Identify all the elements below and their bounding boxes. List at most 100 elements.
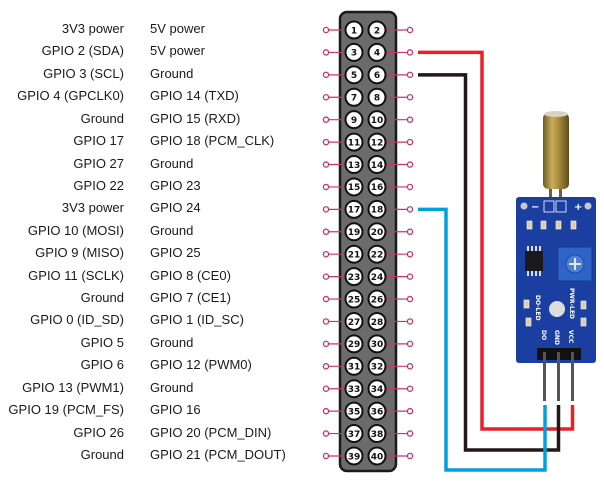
pin-endpoint-marker — [406, 340, 414, 348]
pin-label-left: GPIO 10 (MOSI) — [27, 222, 124, 238]
do-wire — [418, 207, 547, 472]
pin-circle — [367, 222, 387, 242]
pin-circle — [367, 401, 387, 421]
capacitor-c1 — [555, 220, 562, 230]
pin-endpoint-marker — [322, 26, 330, 34]
pin-label-left: Ground — [80, 290, 124, 306]
pin-endpoint-marker — [406, 407, 414, 415]
pin-label-right: GPIO 15 (RXD) — [150, 110, 241, 126]
pin-circle — [367, 20, 387, 40]
pin-label-right: GPIO 24 — [150, 200, 201, 216]
gpio-pin-27: 27 — [344, 311, 364, 331]
minus-label: − — [531, 202, 539, 213]
module-pin-label-do: DO — [540, 330, 547, 340]
gpio-pin-16: 16 — [367, 177, 387, 197]
pin-endpoint-marker — [322, 71, 330, 79]
pin-label-left: GPIO 26 — [73, 424, 124, 440]
pin-circle — [367, 155, 387, 175]
gpio-pin-40: 40 — [367, 446, 387, 466]
tilt-switch-cap — [544, 111, 568, 117]
pin-endpoint-marker — [406, 26, 414, 34]
pin-endpoint-marker — [322, 49, 330, 56]
gpio-pin-36: 36 — [367, 401, 387, 421]
pin-circle — [367, 110, 387, 130]
pin-number: 26 — [371, 295, 384, 305]
gpio-pin-18: 18 — [367, 199, 387, 219]
pin-endpoint-marker — [322, 206, 330, 213]
pin-endpoint-marker — [322, 250, 330, 258]
module-pin-vcc — [571, 352, 574, 401]
pin-number: 33 — [348, 385, 361, 395]
pin-label-right: GPIO 14 (TXD) — [150, 88, 239, 104]
pin-circle — [367, 199, 387, 219]
pin-number: 30 — [371, 340, 384, 350]
pin-circle — [367, 267, 387, 287]
pin-endpoint-marker — [322, 228, 330, 236]
pin-label-left: GPIO 19 (PCM_FS) — [8, 402, 124, 418]
tilt-switch-cylinder — [543, 113, 569, 189]
mount-hole — [520, 202, 528, 210]
pin-label-left: GPIO 27 — [73, 155, 124, 171]
gpio-pin-31: 31 — [344, 356, 364, 376]
gpio-pin-20: 20 — [367, 222, 387, 242]
pin-label-right: GPIO 1 (ID_SC) — [150, 312, 244, 328]
pin-number: 8 — [374, 94, 380, 104]
gpio-pin-34: 34 — [367, 379, 387, 399]
pin-number: 6 — [374, 71, 380, 81]
gpio-pin-38: 38 — [367, 424, 387, 444]
pin-circle — [344, 244, 364, 264]
pin-number: 11 — [348, 138, 361, 148]
pin-number: 21 — [348, 251, 361, 261]
gpio-pin-4: 4 — [367, 42, 387, 62]
pin-circle — [367, 42, 387, 62]
pin-endpoint-marker — [406, 318, 414, 325]
pin-label-left: 3V3 power — [61, 200, 124, 216]
gpio-pin-33: 33 — [344, 379, 364, 399]
ic-body — [525, 251, 543, 271]
pin-label-right: Ground — [150, 222, 194, 238]
pwr-led — [580, 317, 587, 327]
gnd-wire — [418, 73, 561, 452]
gpio-pin-11: 11 — [344, 132, 364, 152]
pin-circle — [367, 87, 387, 107]
pin-circle — [344, 289, 364, 309]
pin-number: 32 — [371, 363, 384, 373]
pin-circle — [367, 244, 387, 264]
pin-endpoint-marker — [406, 49, 414, 56]
pin-number: 2 — [374, 26, 380, 36]
pin-circle — [344, 87, 364, 107]
resistor-r2 — [580, 300, 587, 310]
sensor-board — [516, 197, 596, 363]
pin-endpoint-marker — [406, 71, 414, 79]
pin-number: 13 — [348, 161, 361, 171]
potentiometer[interactable] — [557, 246, 593, 282]
pin-endpoint-marker — [406, 183, 414, 191]
gpio-pin-25: 25 — [344, 289, 364, 309]
pin-label-right: Ground — [150, 65, 194, 81]
gpio-pin-35: 35 — [344, 401, 364, 421]
gpio-pin-37: 37 — [344, 424, 364, 444]
do-led — [525, 317, 532, 327]
pin-endpoint-marker — [406, 273, 414, 280]
pin-label-right: Ground — [150, 334, 194, 350]
pin-endpoint-marker — [322, 161, 330, 168]
pin-endpoint-marker — [322, 407, 330, 415]
gpio-pin-9: 9 — [344, 110, 364, 130]
pin-circle — [344, 20, 364, 40]
pin-circle — [367, 132, 387, 152]
pin-number: 37 — [348, 430, 361, 440]
pin-circle — [344, 199, 364, 219]
pin-number: 20 — [371, 228, 384, 238]
pin-circle — [344, 132, 364, 152]
pin-label-left: GPIO 5 — [80, 334, 124, 350]
pin-number: 39 — [348, 452, 361, 462]
pin-label-left: GPIO 17 — [73, 133, 124, 149]
pin-circle — [367, 424, 387, 444]
pin-label-right: GPIO 25 — [150, 245, 201, 261]
capacitor-c2 — [570, 220, 577, 230]
do-led-label: DO-LED — [534, 295, 541, 321]
pin-label-left: GPIO 4 (GPCLK0) — [17, 88, 124, 104]
pin-label-left: GPIO 6 — [80, 357, 124, 373]
